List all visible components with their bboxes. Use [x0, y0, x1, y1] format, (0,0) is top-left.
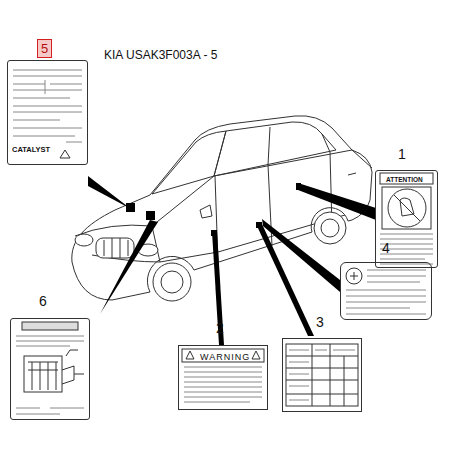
label-sticker: 6 [10, 318, 90, 420]
label-sticker: 3 [282, 338, 362, 412]
callout-number: 3 [316, 315, 324, 329]
sticker-text: WARNING [200, 353, 250, 362]
callout-number: 5 [37, 39, 52, 58]
callout-number: 2 [216, 321, 224, 335]
callout-number: 4 [382, 241, 390, 255]
diagram-title: KIA USAK3F003A - 5 [104, 49, 217, 61]
callout-number: 1 [398, 147, 406, 161]
label-sticker: 5CATALYST [7, 60, 88, 165]
label-sticker: 4 [340, 262, 432, 320]
label-sticker: 2WARNING [178, 345, 268, 410]
sticker-text: ATTENTION [386, 177, 423, 184]
callout-number: 6 [39, 294, 47, 308]
sticker-text: CATALYST [12, 146, 50, 154]
